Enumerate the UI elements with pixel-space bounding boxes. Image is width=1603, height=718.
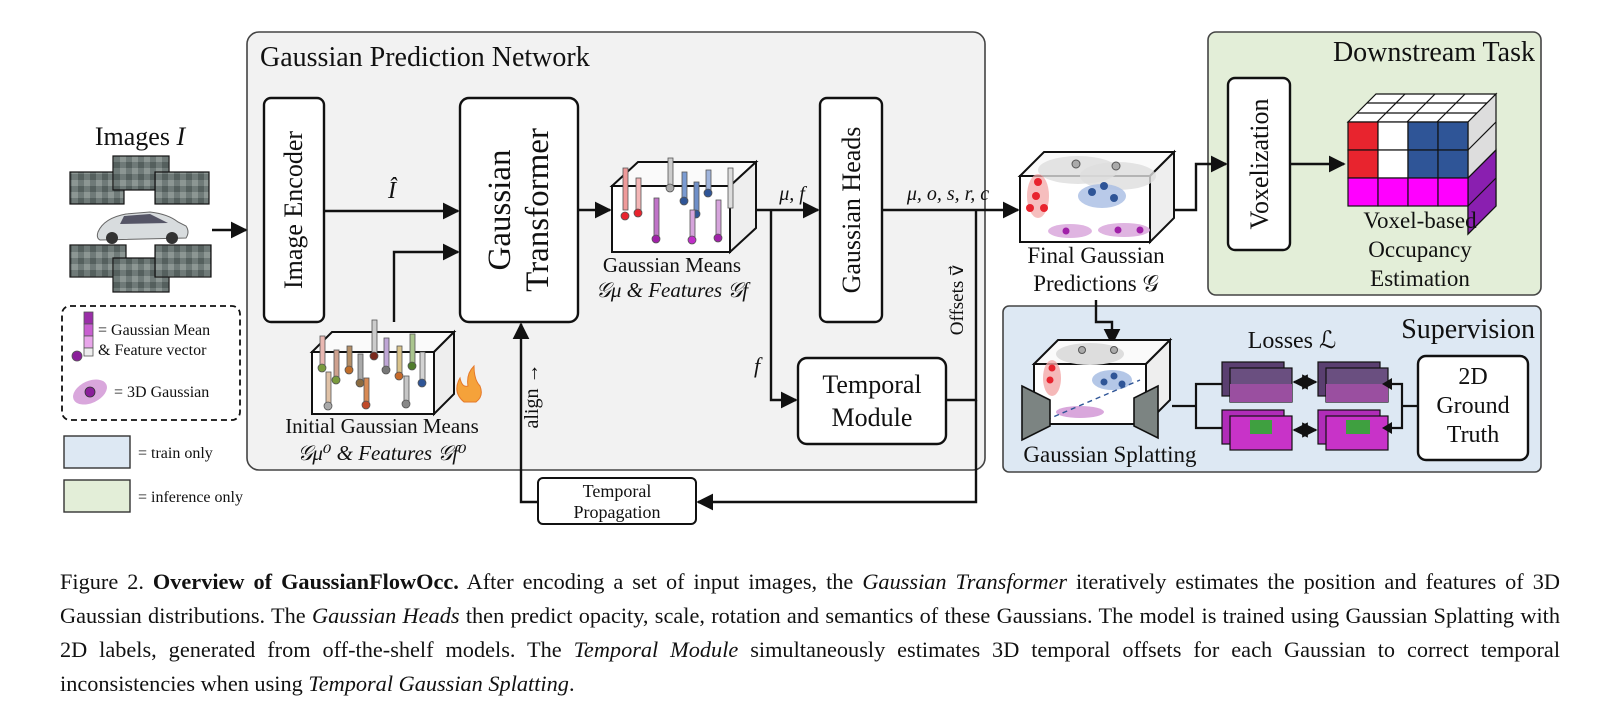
gaussian-transformer-label-2: Transformer bbox=[520, 128, 556, 292]
splatting-to-renders-connector bbox=[1172, 382, 1224, 430]
architecture-diagram: Gaussian Prediction Network Downstream T… bbox=[61, 31, 1542, 525]
f-label: f bbox=[754, 353, 763, 378]
camera-frustum-icon bbox=[1021, 384, 1051, 442]
temporal-propagation-label-1: Temporal bbox=[583, 481, 652, 501]
gaussian-splatting-label: Gaussian Splatting bbox=[1023, 442, 1197, 467]
initial-means-to-transformer-arrow bbox=[392, 243, 460, 322]
legend-box bbox=[61, 305, 241, 421]
camera-images-group bbox=[69, 155, 212, 293]
supervision-title: Supervision bbox=[1401, 314, 1535, 345]
caption-text-3: then predict opacity, scale, rotation an… bbox=[60, 603, 1561, 663]
legend-3d-gaussian: = 3D Gaussian bbox=[114, 384, 209, 401]
propagation-to-transformer-arrow bbox=[512, 322, 538, 504]
temporal-module-label-1: Temporal bbox=[822, 370, 921, 399]
voxelization-label: Voxelization bbox=[1245, 99, 1274, 230]
figure-caption: Figure 2. Overview of GaussianFlowOcc. A… bbox=[60, 565, 1560, 701]
gaussian-transformer-box bbox=[458, 96, 580, 324]
flame-icon bbox=[456, 364, 482, 403]
occupancy-label-2: Occupancy bbox=[1368, 237, 1472, 262]
camera-image-icon bbox=[154, 171, 210, 205]
train-only-swatch bbox=[63, 435, 131, 469]
ground-truth-box bbox=[1416, 354, 1530, 462]
initial-means-label: Initial Gaussian Means bbox=[285, 414, 479, 438]
caption-text-5: . bbox=[568, 671, 575, 697]
rendered-images bbox=[1221, 361, 1293, 451]
final-to-voxelization-arrow bbox=[1174, 155, 1228, 212]
initial-features-label: 𝒢μ⁰ & Features 𝒢f⁰ bbox=[297, 441, 467, 465]
offsets-to-propagation-arrow bbox=[696, 400, 978, 511]
occupancy-label-1: Voxel-based bbox=[1363, 208, 1477, 233]
align-label: align → bbox=[521, 364, 543, 429]
encoded-symbol: Î bbox=[387, 178, 398, 204]
temporal-propagation-label-2: Propagation bbox=[574, 502, 661, 522]
voxel-grid-icon bbox=[1346, 92, 1498, 236]
caption-emphasis-4: Temporal Gaussian Splatting bbox=[308, 671, 569, 697]
gaussian-heads-label: Gaussian Heads bbox=[837, 127, 866, 294]
network-title: Gaussian Prediction Network bbox=[260, 42, 590, 73]
caption-title: Overview of GaussianFlowOcc. bbox=[152, 569, 459, 595]
offsets-label: Offsets v⃗ bbox=[947, 265, 968, 336]
caption-emphasis-1: Gaussian Transformer bbox=[862, 569, 1068, 595]
legend-mean-feature-2: & Feature vector bbox=[98, 342, 207, 359]
caption-text-1: After encoding a set of input images, th… bbox=[466, 569, 854, 595]
caption-emphasis-3: Temporal Module bbox=[573, 637, 739, 663]
gaussian-transformer-label-1: Gaussian bbox=[482, 150, 518, 271]
inference-only-swatch bbox=[63, 479, 131, 513]
final-gaussian-cube bbox=[1017, 149, 1177, 245]
gaussian-3d-icon bbox=[73, 379, 107, 405]
final-predictions-label-1: Final Gaussian bbox=[1027, 243, 1165, 268]
mean-feature-vector-icon bbox=[71, 311, 94, 362]
temporal-module-label-2: Module bbox=[832, 403, 913, 432]
legend-mean-feature-1: = Gaussian Mean bbox=[98, 322, 210, 339]
gaussian-features-label: 𝒢μ & Features 𝒢f bbox=[596, 278, 751, 302]
final-to-splatting-arrow bbox=[1094, 300, 1121, 346]
ground-truth-label-1: 2D bbox=[1458, 364, 1487, 390]
caption-figure-label: Figure 2. bbox=[60, 569, 144, 595]
gaussian-means-label: Gaussian Means bbox=[603, 253, 741, 277]
mu-f-label: μ, f bbox=[778, 183, 807, 205]
image-encoder-label: Image Encoder bbox=[279, 131, 308, 289]
ground-truth-images bbox=[1317, 361, 1389, 451]
heads-output-label: μ, o, s, r, c bbox=[906, 183, 989, 205]
gt-to-renders-connector bbox=[1392, 382, 1418, 430]
downstream-title: Downstream Task bbox=[1333, 37, 1535, 68]
images-label: Images I bbox=[95, 122, 187, 151]
ground-truth-label-3: Truth bbox=[1447, 422, 1499, 448]
legend-inference-only: = inference only bbox=[138, 489, 243, 506]
caption-text-2: iteratively estimates the position and f… bbox=[60, 569, 1560, 629]
f-to-temporal-arrow bbox=[769, 210, 798, 409]
camera-image-icon bbox=[154, 244, 212, 278]
initial-gaussian-cube bbox=[309, 319, 482, 417]
splatting-cube bbox=[1021, 337, 1173, 442]
legend-train-only: = train only bbox=[138, 445, 213, 462]
caption-text-4: simultaneously estimates 3D temporal off… bbox=[60, 637, 1561, 697]
car-icon bbox=[96, 211, 189, 244]
caption-emphasis-2: Gaussian Heads bbox=[312, 603, 460, 629]
occupancy-label-3: Estimation bbox=[1370, 266, 1470, 291]
losses-label: Losses ℒ bbox=[1248, 328, 1337, 354]
gaussian-means-cube bbox=[609, 157, 759, 255]
ground-truth-label-2: Ground bbox=[1436, 393, 1509, 419]
final-predictions-label-2: Predictions 𝒢 bbox=[1033, 271, 1159, 296]
camera-frustum-icon bbox=[1133, 384, 1159, 440]
